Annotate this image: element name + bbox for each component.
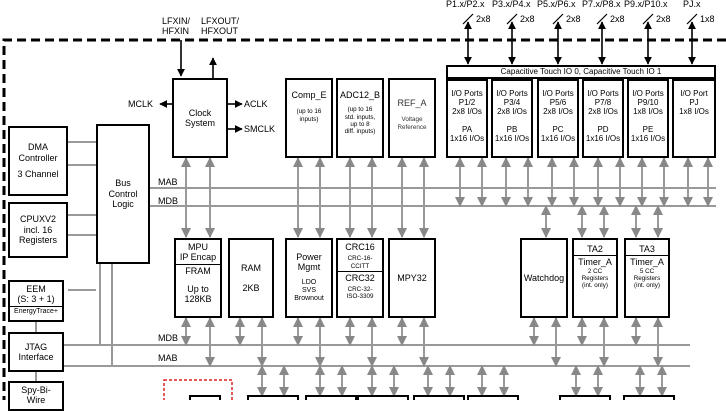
bottom-module-8 (623, 395, 675, 400)
aclk-label: ACLK (244, 99, 268, 109)
port-label-p5p6: P5.x/P6.x (537, 0, 576, 9)
port-width-pj: 1x8 (700, 14, 715, 24)
capacitive-touch-io-block: Capacitive Touch IO 0, Capacitive Touch … (446, 65, 716, 79)
lfxin-label: LFXIN/HFXIN (162, 16, 191, 36)
bottom-module-3 (305, 395, 357, 400)
port-label-p9p10: P9.x/P10.x (624, 0, 668, 9)
bus-lines (35, 141, 716, 382)
mdb-bottom-label: MDB (158, 333, 178, 343)
bottom-module-1 (189, 395, 221, 400)
bottom-module-5 (413, 395, 465, 400)
port-label-p3p4: P3.x/P4.x (492, 0, 531, 9)
bottom-module-7 (559, 395, 611, 400)
port-label-p1p2: P1.x/P2.x (446, 0, 485, 9)
smclk-label: SMCLK (244, 124, 276, 134)
port-pin-arrows (464, 21, 696, 65)
bus-arrows (181, 157, 713, 397)
eem-block: EEM(S: 3 + 1)EnergyTrace+ (8, 280, 64, 322)
spy-bi-wire-block: Spy-Bi-Wire (8, 381, 64, 411)
mclk-label: MCLK (128, 99, 154, 109)
mab-bottom-label: MAB (158, 353, 178, 363)
bottom-module-4 (357, 395, 409, 400)
mdb-top-label: MDB (158, 196, 178, 206)
chip-boundary (2, 38, 726, 400)
lfxout-label: LFXOUT/HFXOUT (201, 16, 240, 36)
port-label-pj: PJ.x (683, 0, 701, 9)
watchdog-block: Watchdog (520, 238, 568, 318)
port-width-p7p8: 2x8 (610, 14, 625, 24)
port-width-p9p10: 2x8 (656, 14, 671, 24)
clock-arrows (159, 40, 243, 133)
bus-width-slashes (462, 13, 698, 25)
bottom-module-2 (247, 395, 299, 400)
port-width-p3p4: 2x8 (520, 14, 535, 24)
mab-top-label: MAB (158, 177, 178, 187)
port-width-p1p2: 2x8 (476, 14, 491, 24)
mpy32-block: MPY32 (388, 238, 436, 318)
port-label-p7p8: P7.x/P8.x (582, 0, 621, 9)
diagram-wiring (2, 13, 726, 400)
port-width-p5p6: 2x8 (566, 14, 581, 24)
bottom-module-6 (467, 395, 519, 400)
optional-module-outline (163, 379, 233, 400)
